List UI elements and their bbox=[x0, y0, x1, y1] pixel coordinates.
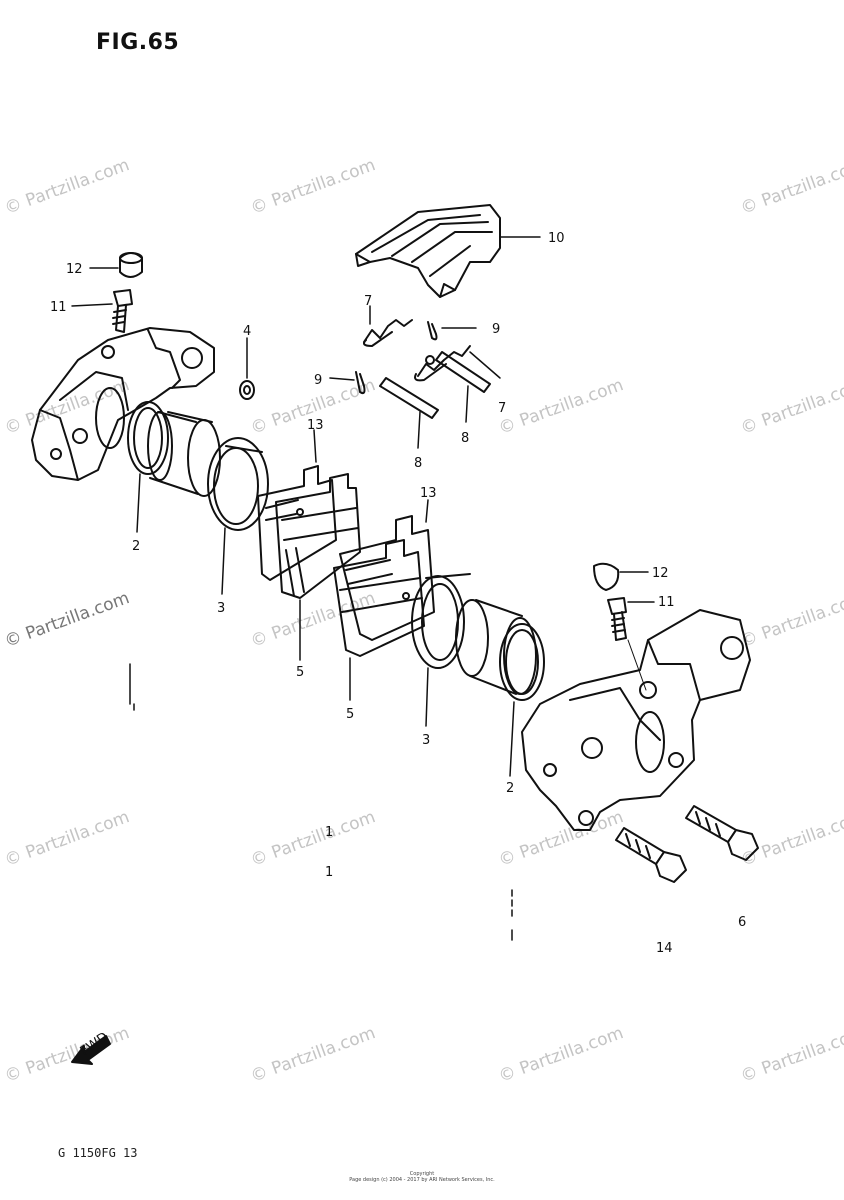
dust-seal-right bbox=[411, 573, 471, 727]
dust-seal-left bbox=[207, 437, 269, 595]
caliper-left-half bbox=[31, 327, 215, 481]
callout-1: 1 bbox=[325, 825, 333, 840]
callout-7: 7 bbox=[498, 401, 506, 416]
callout-3: 3 bbox=[422, 733, 430, 748]
caliper-right-half bbox=[521, 609, 751, 831]
callout-5: 5 bbox=[346, 707, 354, 722]
callout-11: 11 bbox=[658, 595, 675, 610]
callout-8: 8 bbox=[414, 456, 422, 471]
pad-clip-lower bbox=[414, 345, 501, 382]
pad-shim-right bbox=[339, 499, 435, 641]
callout-11: 11 bbox=[50, 300, 67, 315]
bleeder-valve-left bbox=[71, 289, 133, 333]
callout-3: 3 bbox=[217, 601, 225, 616]
callout-13: 13 bbox=[420, 486, 437, 501]
piston-left bbox=[147, 411, 221, 497]
callout-6: 6 bbox=[738, 915, 746, 930]
piston-seal-right bbox=[499, 623, 545, 777]
copyright-line-2: Page design (c) 2004 - 2017 by ARI Netwo… bbox=[349, 1177, 495, 1183]
callout-12: 12 bbox=[66, 262, 83, 277]
bleeder-cap-left bbox=[89, 252, 143, 278]
callout-13: 13 bbox=[307, 418, 324, 433]
washer-part-4 bbox=[239, 337, 255, 400]
pad-pin-left bbox=[379, 377, 439, 449]
pin-head bbox=[425, 355, 435, 365]
callout-2: 2 bbox=[132, 539, 140, 554]
brake-pad-left bbox=[275, 473, 361, 661]
callout-5: 5 bbox=[296, 665, 304, 680]
brake-pad-right bbox=[333, 539, 425, 701]
mounting-bolt-right bbox=[685, 805, 759, 861]
piston-right bbox=[455, 599, 537, 695]
pad-pin-right bbox=[435, 351, 491, 423]
callout-12: 12 bbox=[652, 566, 669, 581]
callout-14: 14 bbox=[656, 941, 673, 956]
pad-clip-upper bbox=[363, 305, 413, 347]
figure-code: G 1150FG 13 bbox=[58, 1146, 138, 1160]
copyright-line-1: Copyright bbox=[409, 1171, 435, 1177]
r-clip-upper bbox=[427, 321, 477, 341]
callout-2: 2 bbox=[506, 781, 514, 796]
callout-9: 9 bbox=[492, 322, 500, 337]
piston-seal-left bbox=[127, 401, 169, 533]
callout-4: 4 bbox=[243, 324, 251, 339]
figure-title: FIG.65 bbox=[96, 30, 180, 55]
callout-1: 1 bbox=[325, 865, 333, 880]
fwd-arrow-icon bbox=[71, 1035, 111, 1065]
callout-10: 10 bbox=[548, 231, 565, 246]
callout-9: 9 bbox=[314, 373, 322, 388]
bleeder-cap-right bbox=[593, 562, 649, 591]
r-clip-lower bbox=[329, 371, 366, 395]
callout-7: 7 bbox=[364, 294, 372, 309]
pad-spring-plate bbox=[355, 204, 541, 298]
callout-8: 8 bbox=[461, 431, 469, 446]
mounting-bolt-left bbox=[615, 827, 687, 883]
copyright-notice: Copyright Page design (c) 2004 - 2017 by… bbox=[0, 1171, 844, 1183]
pad-shim-left bbox=[257, 429, 337, 581]
bleeder-valve-right bbox=[607, 597, 655, 691]
